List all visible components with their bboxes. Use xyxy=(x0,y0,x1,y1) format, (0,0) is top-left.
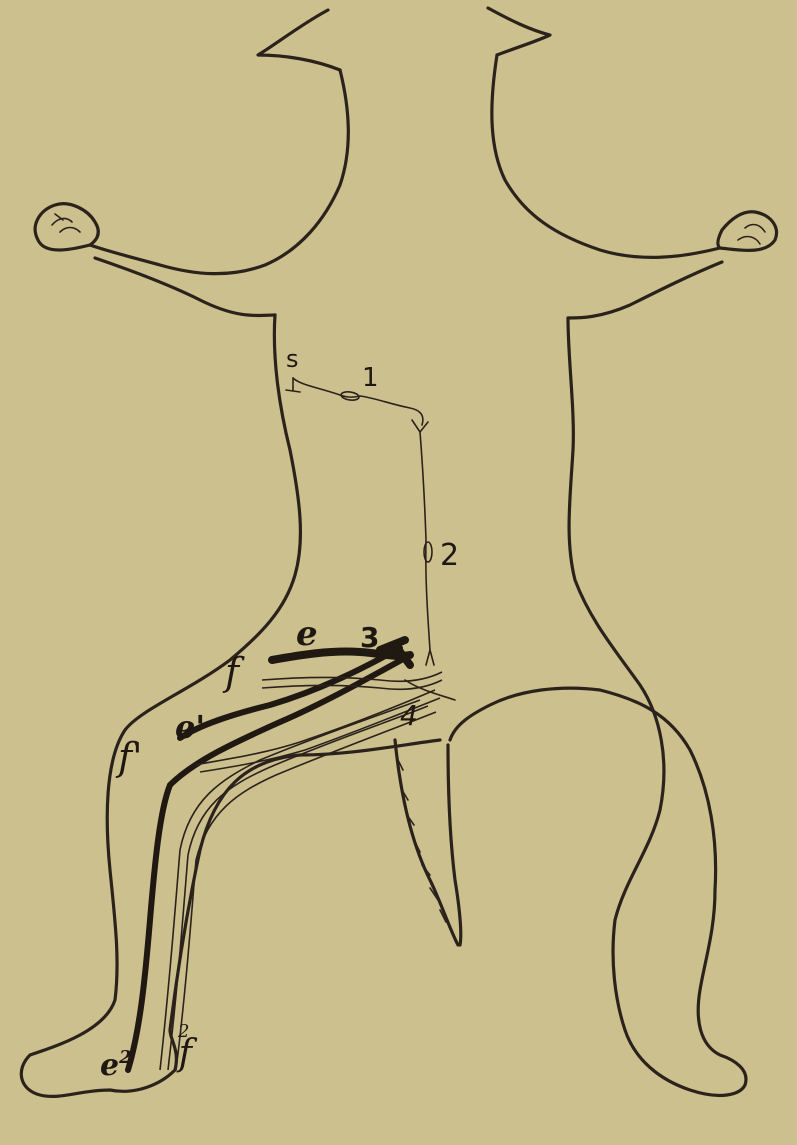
label-f: f xyxy=(222,650,245,694)
label-1: 1 xyxy=(362,363,379,393)
right-forepaw xyxy=(718,212,777,251)
left-ear xyxy=(258,10,340,70)
right-ear xyxy=(488,8,550,55)
tail-right xyxy=(448,745,461,945)
label-e-prime: e' xyxy=(175,708,205,746)
right-torso-side xyxy=(450,318,746,1095)
left-arm-underside xyxy=(95,258,275,316)
label-4: 4 xyxy=(400,699,418,732)
nerve-upper-segment xyxy=(293,378,423,425)
left-forepaw-toes xyxy=(52,214,80,232)
head-right-contour xyxy=(492,55,720,257)
left-torso-side xyxy=(21,315,440,1096)
nerve-branch-fork xyxy=(412,420,428,432)
label-f2: f2 xyxy=(176,1021,198,1074)
label-3: 3 xyxy=(360,621,379,654)
label-2: 2 xyxy=(440,538,459,573)
left-forepaw xyxy=(35,204,98,250)
nerve-stem-s xyxy=(286,378,300,392)
right-arm-underside xyxy=(568,262,722,318)
body-outline xyxy=(21,8,776,1096)
right-forepaw-toes xyxy=(738,225,765,244)
vessel-e-diagonal-1 xyxy=(180,648,400,738)
diagram-labels: s 1 2 3 4 e e' e2 f f' f2 xyxy=(100,345,459,1083)
vessel-e xyxy=(128,640,410,1070)
label-e2-sup: 2 xyxy=(118,1047,132,1068)
label-e2: e2 xyxy=(100,1047,132,1083)
label-s: s xyxy=(286,345,299,373)
head-left-contour xyxy=(90,70,348,274)
vessel-f-branch-4 xyxy=(405,680,455,700)
label-f2-sup: 2 xyxy=(177,1021,189,1042)
label-e2-base: e xyxy=(100,1048,119,1083)
label-f-prime: f' xyxy=(115,735,143,779)
label-e: e xyxy=(296,614,318,654)
